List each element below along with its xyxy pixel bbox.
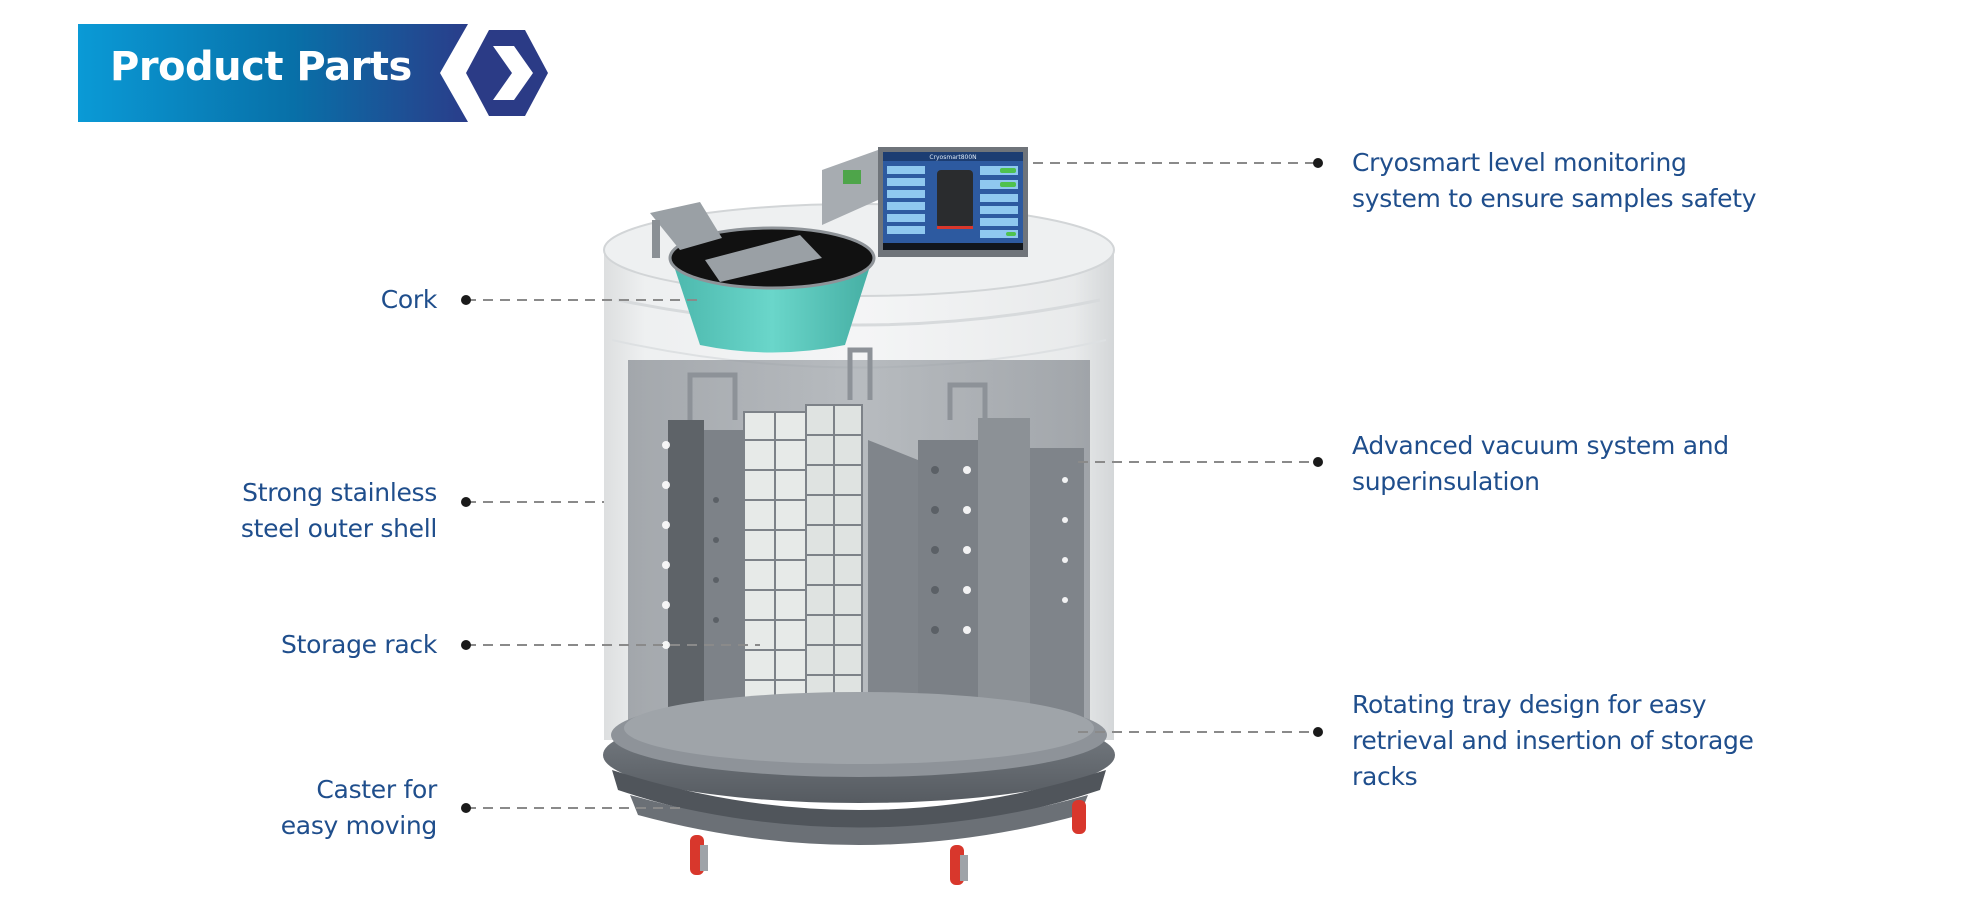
monitoring-tablet: Cryosmart800N [822, 147, 1028, 257]
callout-label-storage-rack: Storage rack [281, 630, 437, 659]
screen-title: Cryosmart800N [929, 154, 976, 161]
page-title: Product Parts [110, 44, 412, 90]
callout-label-vacuum-system: Advanced vacuum system and superinsulati… [1352, 431, 1729, 496]
header-banner-background [78, 24, 556, 122]
callout-label-rotating-tray: Rotating tray design for easy retrieval … [1352, 690, 1754, 791]
chevron-right-hexagon-icon [458, 24, 556, 122]
rotating-tray [603, 692, 1115, 845]
callout-label-level-monitoring: Cryosmart level monitoring system to ens… [1352, 148, 1757, 213]
callout-label-caster: Caster for easy moving [280, 775, 438, 840]
casters [690, 800, 1086, 885]
storage-racks [662, 347, 1084, 740]
callout-label-cork: Cork [380, 285, 438, 314]
callout-label-outer-shell: Strong stainless steel outer shell [240, 478, 437, 543]
cork [650, 202, 876, 353]
section-header: Product Parts [78, 24, 558, 122]
